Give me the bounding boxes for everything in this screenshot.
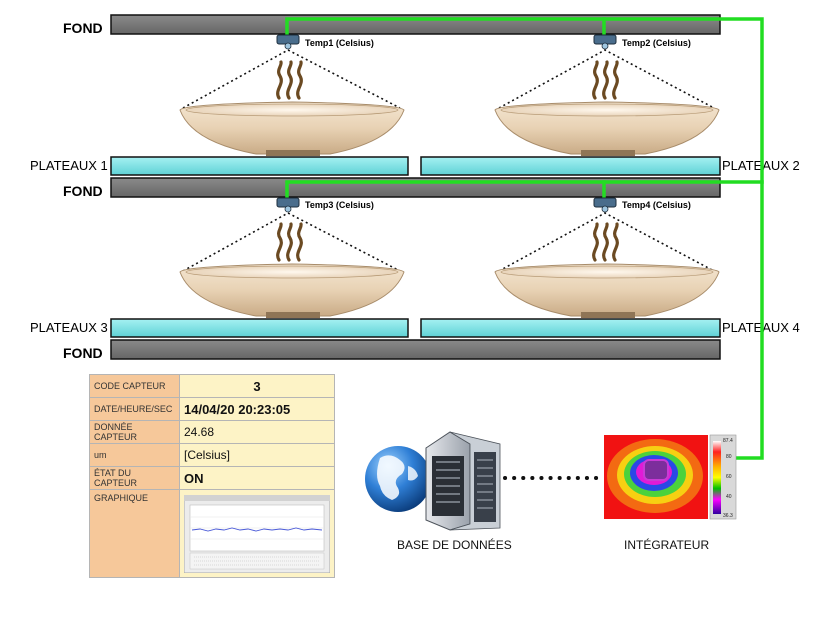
plateaux-1-label: PLATEAUX 1 xyxy=(30,158,108,173)
row-key-graph: GRAPHIQUE xyxy=(89,489,180,578)
database-icon xyxy=(365,431,501,531)
steam-3-icon xyxy=(276,222,303,262)
sensor-3-label: Temp3 (Celsius) xyxy=(305,200,374,210)
bowl-3 xyxy=(179,212,405,318)
row-key-datetime: DATE/HEURE/SEC xyxy=(89,397,180,421)
sensor-4: Temp4 (Celsius) xyxy=(593,197,691,213)
sensor-2-cone xyxy=(498,49,715,109)
mini-graph-thumbnail xyxy=(184,494,330,573)
fond-label-middle: FOND xyxy=(63,183,103,199)
row-key-state: ÉTAT DU CAPTEUR xyxy=(89,466,180,490)
sensor-data-table: CODE CAPTEUR 3 DATE/HEURE/SEC 14/04/20 2… xyxy=(89,374,335,578)
thermal-scale-bar xyxy=(713,441,721,514)
table-row: um [Celsius] xyxy=(89,443,335,467)
steam-2-icon xyxy=(592,60,619,100)
sensor-wiring xyxy=(285,17,764,460)
row-value-datetime: 14/04/20 20:23:05 xyxy=(179,397,335,421)
row-value-code: 3 xyxy=(179,374,335,398)
scale-value-40: 40 xyxy=(726,494,732,500)
thermal-camera-image: 87.4 80 60 40 36.3 xyxy=(604,434,737,520)
sensor-4-cone xyxy=(498,212,715,272)
steam-1-icon xyxy=(276,60,303,100)
table-row: DATE/HEURE/SEC 14/04/20 20:23:05 xyxy=(89,397,335,421)
sensor-4-label: Temp4 (Celsius) xyxy=(622,200,691,210)
sensor-1: Temp1 (Celsius) xyxy=(276,34,374,50)
database-label: BASE DE DONNÉES xyxy=(397,537,512,552)
sensor-2-label: Temp2 (Celsius) xyxy=(622,38,691,48)
row-value-graph xyxy=(179,489,335,578)
tray-4 xyxy=(420,318,721,338)
steam-4-icon xyxy=(592,222,619,262)
shelf-bottom xyxy=(110,339,721,360)
plateaux-3-label: PLATEAUX 3 xyxy=(30,320,108,335)
row-value-state: ON xyxy=(179,466,335,490)
table-row: DONNÉE CAPTEUR 24.68 xyxy=(89,420,335,444)
sensor-1-label: Temp1 (Celsius) xyxy=(305,38,374,48)
tray-3 xyxy=(110,318,409,338)
fond-label-bottom: FOND xyxy=(63,345,103,361)
bowl-4 xyxy=(494,212,720,318)
server-rack-icon xyxy=(425,431,501,531)
integrator-label: INTÉGRATEUR xyxy=(624,537,709,552)
bowl-1 xyxy=(179,49,405,156)
tray-1 xyxy=(110,156,409,176)
scale-value-min: 36.3 xyxy=(723,513,733,519)
row-value-unit: [Celsius] xyxy=(179,443,335,467)
row-key-unit: um xyxy=(89,443,180,467)
table-row: CODE CAPTEUR 3 xyxy=(89,374,335,398)
globe-icon xyxy=(365,446,431,512)
scale-value-80: 80 xyxy=(726,454,732,460)
bowl-2 xyxy=(494,49,720,156)
table-row: GRAPHIQUE xyxy=(89,489,335,578)
row-value-data: 24.68 xyxy=(179,420,335,444)
sensor-3: Temp3 (Celsius) xyxy=(276,197,374,213)
row-key-data: DONNÉE CAPTEUR xyxy=(89,420,180,444)
sensor-2: Temp2 (Celsius) xyxy=(593,34,691,50)
scale-value-60: 60 xyxy=(726,474,732,480)
fond-label-top: FOND xyxy=(63,20,103,36)
row-key-code: CODE CAPTEUR xyxy=(89,374,180,398)
tray-2 xyxy=(420,156,721,176)
table-row: ÉTAT DU CAPTEUR ON xyxy=(89,466,335,490)
scale-value-max: 87.4 xyxy=(723,438,733,444)
